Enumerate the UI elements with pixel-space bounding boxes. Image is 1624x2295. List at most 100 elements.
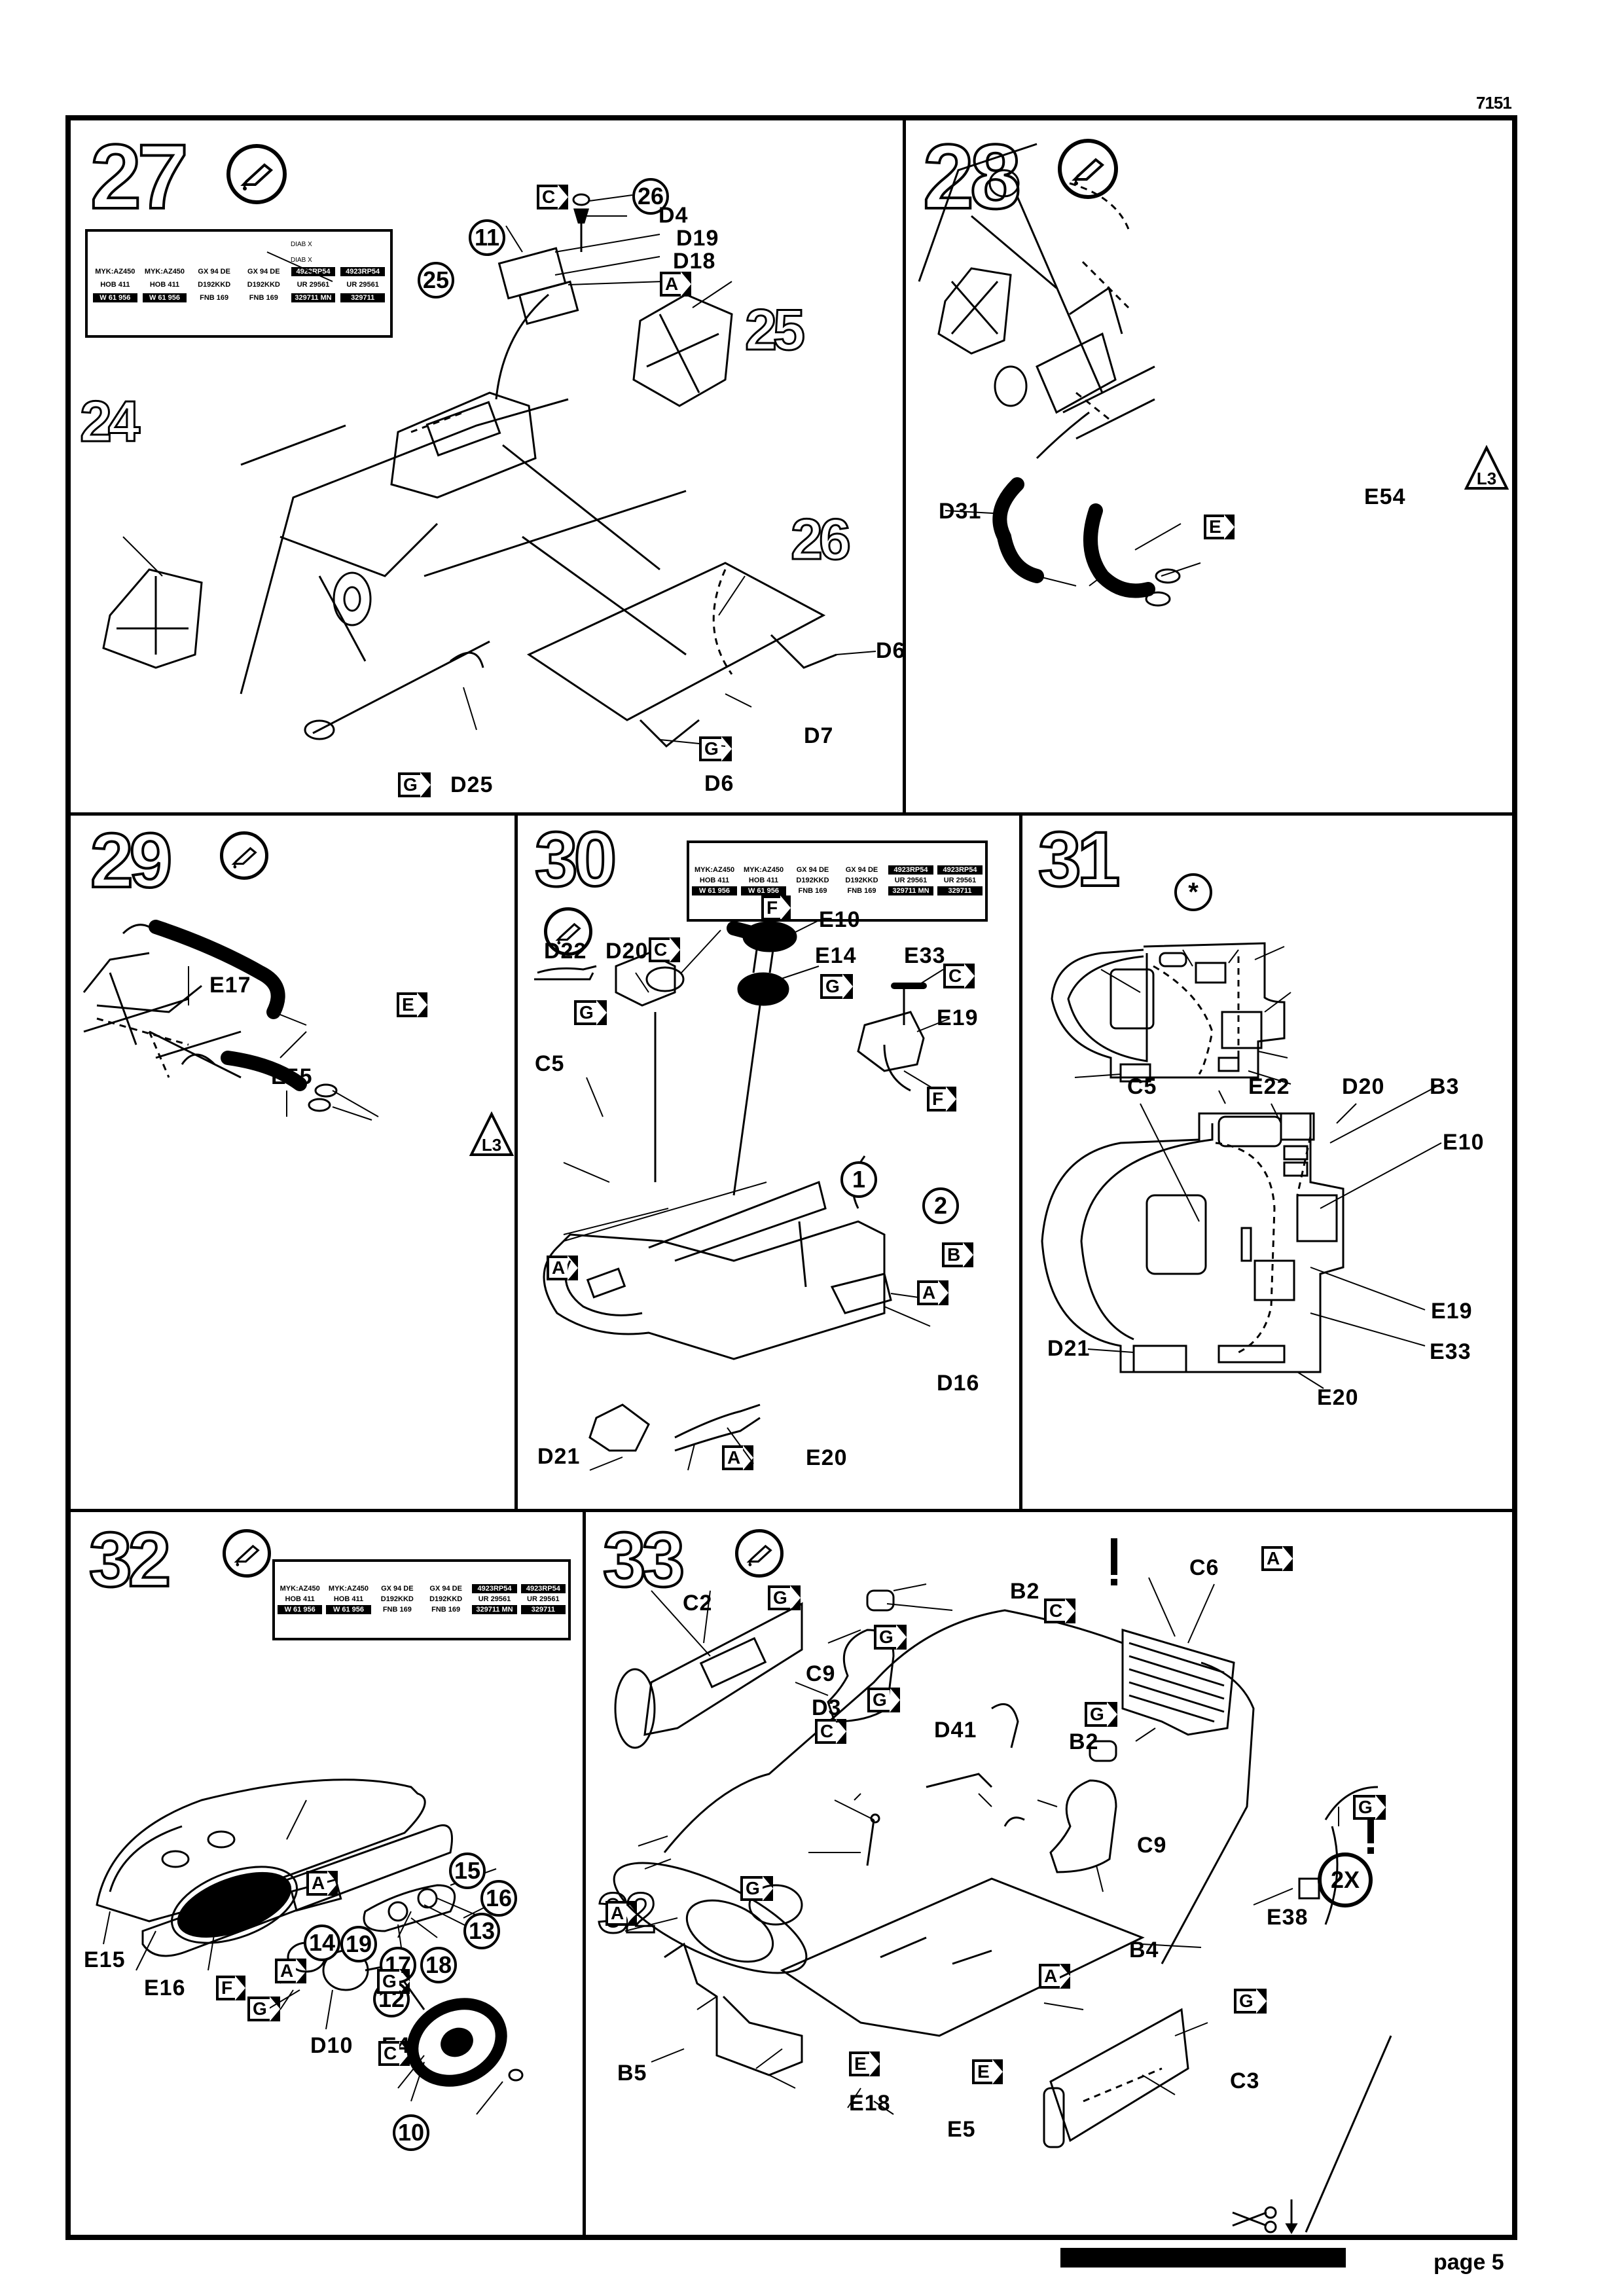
part-label: C9	[806, 1661, 836, 1686]
part-label: D25	[450, 772, 494, 797]
color-flag: G	[820, 974, 853, 999]
part-ref-circle: 16	[480, 1880, 517, 1917]
part-label: D7	[804, 723, 834, 748]
step-29-panel: 29 E17 E55 E L3	[71, 816, 514, 1509]
step-number: 33	[602, 1517, 686, 1603]
part-label: D16	[937, 1371, 980, 1396]
glue-icon	[1058, 139, 1118, 199]
page-label: page 5	[1434, 2250, 1504, 2275]
triangle-marker-label: L3	[482, 1135, 501, 1155]
color-flag: C	[1044, 1599, 1076, 1623]
color-flag: A	[660, 272, 692, 297]
color-flag: G	[377, 1969, 410, 1994]
color-flag: G	[740, 1876, 773, 1901]
color-flag: A	[605, 1901, 638, 1926]
part-label: C9	[1137, 1833, 1167, 1858]
color-flag: A	[1261, 1546, 1293, 1571]
color-flag: G	[247, 1997, 280, 2021]
decal-plate: D192KKD	[845, 876, 878, 884]
part-label: D21	[1047, 1336, 1091, 1361]
decal-marks: DIAB X DIAB X	[94, 238, 384, 278]
decal-plate: HOB 411	[748, 876, 779, 884]
part-label: B5	[617, 2061, 647, 2086]
color-flag: F	[927, 1087, 957, 1111]
decal-plate: GX 94 DE	[198, 268, 230, 276]
glue-icon	[544, 907, 592, 956]
part-label: E19	[937, 1005, 979, 1030]
part-label: D21	[537, 1444, 581, 1469]
part-label: D20	[1342, 1074, 1385, 1099]
part-label: C3	[1230, 2069, 1260, 2093]
decal-plate: 4923RP54	[291, 267, 336, 276]
step-33-panel: 33 2X 32	[586, 1512, 1515, 2237]
part-ref-circle: 14	[304, 1925, 340, 1961]
part-label: D31	[939, 499, 982, 524]
sub-assembly-label: 25	[744, 297, 806, 362]
color-flag: G	[1085, 1702, 1117, 1727]
decal-plate: W 61 956	[741, 886, 786, 895]
decal-plate: MYK:AZ450	[694, 866, 735, 874]
step-31-panel: 31 * C5 E22 D20 B3 E10 E19 D21 E33 E20	[1022, 816, 1515, 1509]
part-label: E5	[947, 2117, 976, 2142]
part-ref-circle: 18	[420, 1947, 457, 1983]
decal-plate: UR 29561	[943, 876, 977, 884]
part-label: E16	[144, 1976, 186, 2000]
decal-plate: UR 29561	[894, 876, 928, 884]
decal-plate: 329711	[520, 1605, 566, 1614]
part-label: D18	[673, 249, 716, 274]
part-ref-circle: 13	[463, 1913, 500, 1949]
part-ref-circle: 1	[840, 1161, 877, 1198]
color-flag: A	[722, 1445, 754, 1470]
decal-plate: 4923RP54	[937, 865, 983, 875]
decal-mark: DIAB X	[291, 257, 312, 264]
color-flag: C	[943, 964, 975, 988]
part-label: C6	[1189, 1555, 1219, 1580]
sub-assembly-label: 24	[79, 389, 141, 454]
part-label: E38	[1267, 1905, 1308, 1930]
step-30-panel: 30 MYK:AZ450 MYK:AZ450 GX 94 DE GX 94 DE…	[518, 816, 1019, 1509]
part-label: E33	[904, 943, 946, 968]
part-label: E10	[819, 907, 861, 932]
warning-icon	[1110, 1538, 1119, 1585]
color-flag: G	[699, 736, 732, 761]
part-label: E10	[1443, 1130, 1485, 1155]
color-flag: F	[761, 895, 791, 920]
part-label: D10	[310, 2033, 353, 2058]
step-31-cockpit-plan	[1041, 1083, 1442, 1389]
step-30-illustration	[534, 920, 950, 1471]
step-number: 30	[533, 816, 618, 903]
decal-plate: FNB 169	[431, 1606, 461, 1614]
color-flag: E	[849, 2051, 880, 2076]
decal-plate: D192KKD	[198, 281, 231, 289]
part-label: E20	[806, 1445, 848, 1470]
decal-sheet: MYK:AZ450 MYK:AZ450 GX 94 DE GX 94 DE 49…	[272, 1559, 571, 1640]
decal-plate: MYK:AZ450	[328, 1585, 369, 1593]
part-ref-circle: 10	[393, 2114, 429, 2151]
decal-plate: GX 94 DE	[247, 268, 280, 276]
document-code: 7151	[1476, 93, 1512, 113]
color-flag: C	[649, 937, 681, 962]
col-divider-row1	[903, 118, 906, 814]
decal-plate: D192KKD	[380, 1595, 414, 1603]
part-ref-circle: 2	[922, 1187, 959, 1224]
part-ref-circle: 26	[632, 178, 669, 215]
step-31-illustration	[1051, 942, 1291, 1104]
decal-mark: DIAB X	[291, 241, 312, 248]
step-number: 27	[89, 125, 190, 228]
color-flag: C	[537, 185, 569, 209]
decal-plate: UR 29561	[478, 1595, 511, 1603]
part-label: D3	[812, 1695, 842, 1720]
part-label: C2	[683, 1591, 713, 1616]
step-number: 32	[88, 1517, 172, 1603]
part-label: E17	[209, 973, 251, 998]
decal-plate: MYK:AZ450	[95, 268, 135, 276]
decal-plate: GX 94 DE	[796, 866, 829, 874]
part-label: E20	[1317, 1385, 1359, 1410]
asterisk-icon: *	[1174, 873, 1212, 911]
decal-plate: 329711	[340, 293, 385, 302]
color-flag: G	[1234, 1989, 1267, 2014]
part-label: D6	[876, 638, 906, 663]
decal-plate: W 61 956	[93, 293, 137, 302]
decal-plate: MYK:AZ450	[144, 268, 185, 276]
part-label: C5	[1127, 1074, 1157, 1099]
